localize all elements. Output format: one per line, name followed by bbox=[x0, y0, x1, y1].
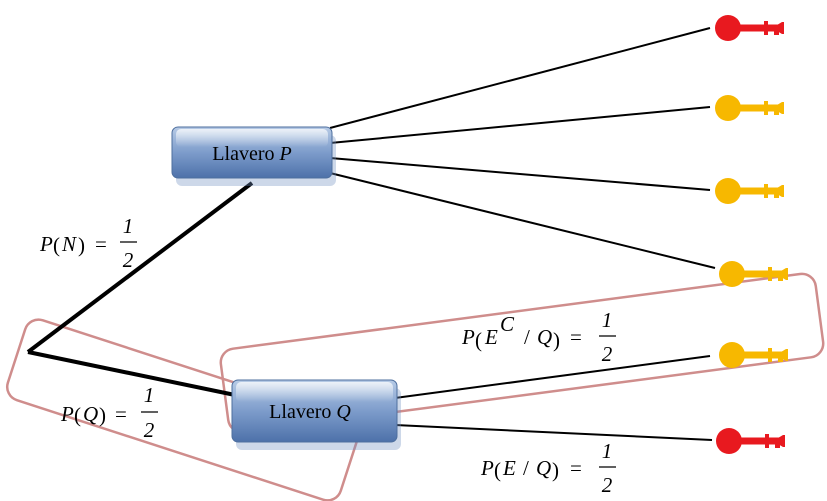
edge-root-to-q bbox=[27, 350, 236, 397]
svg-text:C: C bbox=[500, 312, 515, 336]
svg-text:): ) bbox=[553, 328, 560, 352]
svg-text:2: 2 bbox=[144, 418, 155, 442]
svg-text:): ) bbox=[78, 233, 85, 257]
svg-text:=: = bbox=[570, 325, 582, 349]
key-6-icon bbox=[716, 428, 785, 454]
svg-text:(: ( bbox=[475, 328, 482, 352]
svg-text:Llavero P: Llavero P bbox=[212, 143, 291, 165]
formula-p-ec-given-q: P ( E C / Q ) = 1 2 bbox=[461, 308, 616, 366]
key-3-icon bbox=[715, 178, 784, 204]
key-1-icon bbox=[715, 15, 784, 41]
edge-p-key4 bbox=[329, 172, 716, 269]
svg-text:2: 2 bbox=[602, 342, 613, 366]
svg-text:=: = bbox=[95, 232, 107, 256]
node-llavero-q: Llavero Q bbox=[231, 379, 401, 450]
key-2-icon bbox=[715, 95, 784, 121]
svg-text:): ) bbox=[552, 458, 559, 482]
svg-text:P: P bbox=[461, 325, 475, 349]
svg-text:2: 2 bbox=[123, 248, 134, 272]
svg-text:E: E bbox=[502, 456, 516, 480]
svg-text:(: ( bbox=[53, 233, 60, 257]
svg-text:/: / bbox=[523, 456, 529, 480]
svg-text:N: N bbox=[61, 232, 77, 256]
svg-text:(: ( bbox=[494, 458, 501, 482]
edge-p-key3 bbox=[329, 157, 711, 191]
key-4-icon bbox=[719, 261, 788, 287]
svg-text:2: 2 bbox=[602, 473, 613, 497]
svg-text:E: E bbox=[484, 325, 498, 349]
svg-text:1: 1 bbox=[144, 383, 155, 407]
svg-text:1: 1 bbox=[602, 308, 613, 332]
svg-text:Q: Q bbox=[537, 325, 552, 349]
edge-p-key1 bbox=[329, 27, 711, 129]
svg-text:Q: Q bbox=[536, 456, 551, 480]
svg-text:(: ( bbox=[74, 403, 81, 427]
svg-text:P: P bbox=[39, 232, 53, 256]
svg-text:1: 1 bbox=[602, 439, 613, 463]
edge-root-to-p bbox=[26, 181, 254, 354]
svg-text:=: = bbox=[115, 402, 127, 426]
edge-p-key2 bbox=[329, 106, 711, 144]
node-q-label: Llavero bbox=[269, 401, 336, 423]
edge-q-key6 bbox=[394, 424, 713, 441]
formula-p-q: P ( Q ) = 1 2 bbox=[60, 383, 158, 442]
svg-text:=: = bbox=[570, 456, 582, 480]
svg-text:Llavero Q: Llavero Q bbox=[269, 401, 351, 423]
highlight-box-q-branch bbox=[5, 318, 361, 501]
node-p-label: Llavero bbox=[212, 143, 279, 165]
svg-text:P: P bbox=[60, 402, 74, 426]
svg-text:1: 1 bbox=[123, 214, 134, 238]
node-p-var: P bbox=[278, 143, 291, 165]
svg-text:P: P bbox=[480, 456, 494, 480]
edge-q-key5 bbox=[394, 355, 711, 399]
svg-text:): ) bbox=[99, 403, 106, 427]
node-llavero-p: Llavero P bbox=[171, 126, 336, 186]
svg-text:/: / bbox=[524, 325, 530, 349]
svg-text:Q: Q bbox=[83, 402, 98, 426]
node-q-var: Q bbox=[336, 401, 351, 423]
formula-p-e-given-q: P ( E / Q ) = 1 2 bbox=[480, 439, 616, 497]
formula-p-n: P ( N ) = 1 2 bbox=[39, 214, 137, 272]
